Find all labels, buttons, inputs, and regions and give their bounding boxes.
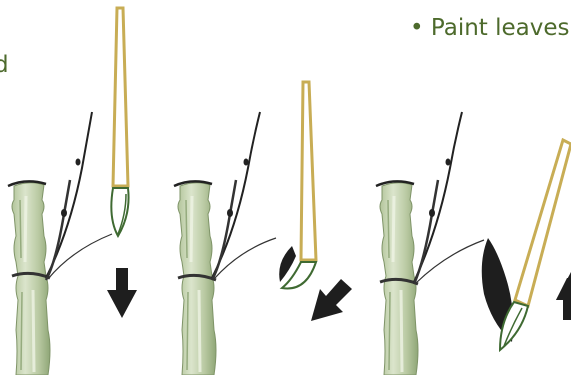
arrow-down-icon bbox=[107, 268, 137, 318]
panel-2 bbox=[174, 82, 352, 375]
twig bbox=[46, 112, 92, 278]
panel-3 bbox=[376, 112, 571, 375]
twig-joint bbox=[227, 209, 233, 217]
twig bbox=[414, 112, 462, 282]
brush bbox=[500, 140, 571, 350]
arrow-down-left-icon bbox=[311, 279, 352, 321]
twig-joint bbox=[429, 209, 435, 217]
twig-joint bbox=[61, 209, 67, 217]
twig-joint bbox=[76, 159, 81, 166]
panel-1 bbox=[8, 8, 137, 375]
brush bbox=[111, 8, 128, 236]
twig bbox=[212, 112, 260, 278]
twig-joint bbox=[446, 159, 451, 166]
twig-joint bbox=[244, 159, 249, 166]
bamboo-stalk bbox=[12, 183, 50, 375]
